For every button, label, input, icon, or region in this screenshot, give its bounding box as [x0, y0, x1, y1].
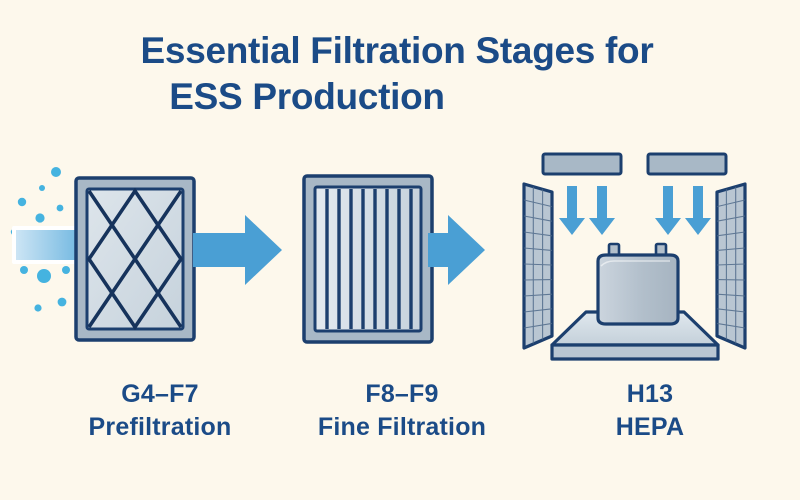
stage-1-panel-filter: [74, 176, 196, 342]
filtration-stages-diagram: [0, 140, 800, 370]
side-wall-panel-right: [715, 182, 747, 350]
stage-caption-hepa: H13 HEPA: [530, 378, 770, 444]
ceiling-hepa-unit-left: [541, 152, 623, 176]
arrow-stage2-to-stage3: [428, 215, 485, 285]
downflow-arrows: [559, 186, 711, 235]
stage-caption-prefiltration: G4–F7 Prefiltration: [30, 378, 290, 444]
stage-3-cleanroom: [522, 152, 747, 361]
stage-2-pleated-filter: [302, 174, 434, 344]
stage-3-description: HEPA: [615, 413, 685, 441]
page-title: Essential Filtration Stages for ESS Prod…: [0, 28, 800, 120]
arrow-stage1-to-stage2: [193, 215, 282, 285]
stage-3-code: H13: [626, 380, 674, 408]
stage-1-code: G4–F7: [121, 380, 199, 408]
stage-1-description: Prefiltration: [88, 413, 232, 441]
title-line-2: ESS Production: [169, 76, 445, 117]
stage-captions: G4–F7 Prefiltration F8–F9 Fine Filtratio…: [0, 378, 800, 468]
title-line-1: Essential Filtration Stages for: [140, 30, 654, 71]
side-wall-panel-left: [522, 182, 554, 350]
stage-caption-fine-filtration: F8–F9 Fine Filtration: [272, 378, 532, 444]
stage-2-code: F8–F9: [365, 380, 439, 408]
battery-module: [596, 242, 680, 326]
stage-2-description: Fine Filtration: [317, 413, 487, 441]
ceiling-hepa-unit-right: [646, 152, 728, 176]
